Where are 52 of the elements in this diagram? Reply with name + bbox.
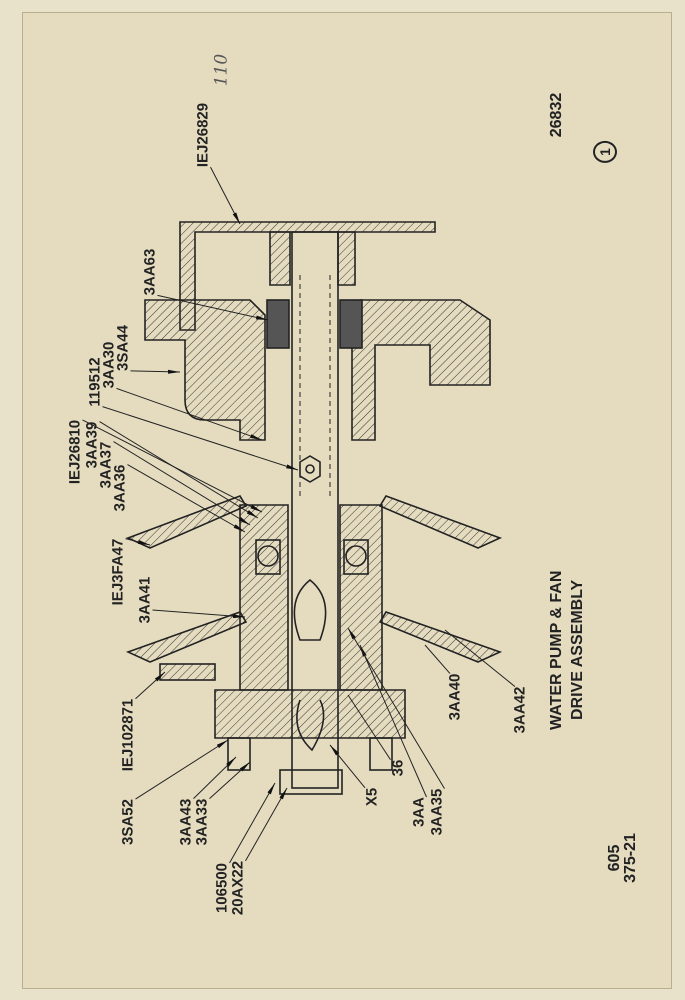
part-number: 20AX22 <box>230 860 246 916</box>
part-number: 3AA36 <box>112 464 128 512</box>
leader-line <box>113 441 250 526</box>
leader-line <box>193 756 236 800</box>
leader-line <box>116 388 262 440</box>
leader-line <box>424 644 450 674</box>
part-number: 3AA30 <box>102 342 116 388</box>
leader-line <box>102 406 298 470</box>
part-number: IEJ3FA47 <box>110 538 126 606</box>
part-number: 3AA41 <box>138 576 152 624</box>
leader-line <box>127 464 246 532</box>
leader-line <box>360 644 427 798</box>
part-number: 3AA39 <box>84 422 100 468</box>
part-number: 3AA <box>412 797 426 827</box>
part-number: X5 <box>364 788 380 806</box>
leader-line <box>82 419 262 512</box>
part-number: IEJ26829 <box>196 102 210 168</box>
leader-line <box>229 782 276 864</box>
reference-number: 375-21 <box>623 833 639 883</box>
part-number: 3AA40 <box>448 674 462 720</box>
part-number: IEJ26810 <box>68 420 82 484</box>
part-number: 36 <box>390 760 406 776</box>
leader-line <box>245 788 288 862</box>
handwritten-note: 110 <box>214 54 230 86</box>
part-number: 3AA42 <box>512 686 528 734</box>
part-number: 119512 <box>88 357 102 407</box>
leader-line <box>348 694 391 760</box>
leader-line <box>125 538 150 546</box>
drawing-title: WATER PUMP & FAN DRIVE ASSEMBLY <box>547 569 587 732</box>
leader-line <box>157 294 268 320</box>
part-number: 3AA63 <box>142 248 158 296</box>
part-number: IEJ102871 <box>120 698 136 772</box>
part-number: 3SA52 <box>120 799 136 845</box>
leader-line <box>444 630 516 688</box>
part-number: 3AA35 <box>430 788 444 836</box>
sheet-number: 1 <box>593 141 617 163</box>
drawing-number: 26832 <box>549 92 565 138</box>
leader-line <box>135 672 166 700</box>
leader-line <box>330 744 366 788</box>
part-number: 3AA33 <box>194 798 210 846</box>
leader-line <box>152 610 246 618</box>
leader-line <box>348 628 445 790</box>
part-number: 3AA43 <box>178 798 194 846</box>
leader-line <box>209 762 250 800</box>
leader-line <box>130 370 180 374</box>
part-number: 3AA37 <box>98 442 114 488</box>
leader-line <box>135 740 228 800</box>
leader-line <box>210 166 240 224</box>
part-number: 3SA44 <box>116 325 130 371</box>
leader-line <box>99 421 258 518</box>
reference-number: 605 <box>607 844 623 872</box>
part-number: 106500 <box>214 862 230 914</box>
